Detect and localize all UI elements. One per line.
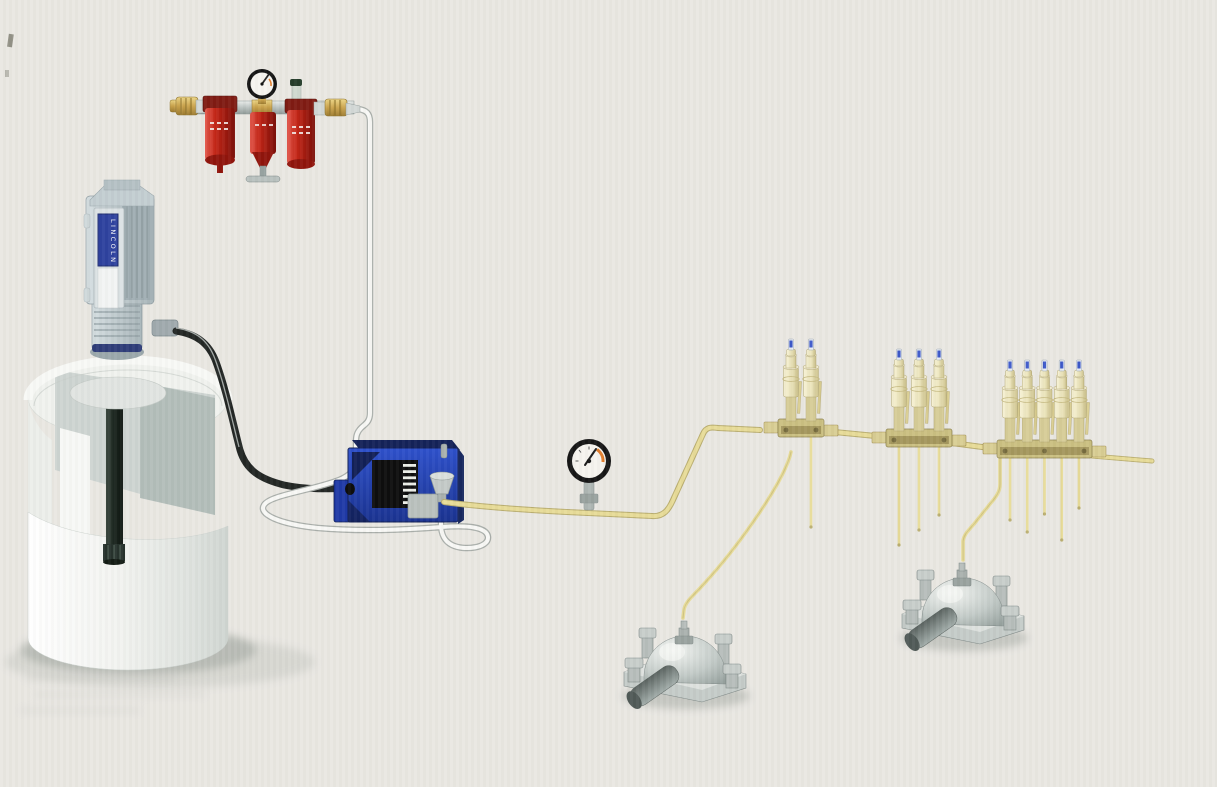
hose-highlight <box>175 327 240 448</box>
air-inlet-block <box>407 493 439 519</box>
manifold-bar-shadow <box>781 426 821 434</box>
manifold-outlet-coupler <box>1091 445 1107 458</box>
grease-pressure-gauge <box>567 439 611 511</box>
grease-injector <box>890 348 910 432</box>
grease-injector <box>1001 359 1021 443</box>
cycle-indicator-blue <box>789 340 793 348</box>
drum-inner-wall-highlight <box>60 428 90 556</box>
grease-injector <box>1018 359 1039 443</box>
injector-adjuster-pin <box>1085 402 1090 435</box>
manifold-bar-shadow <box>889 436 949 444</box>
gauge-needle <box>584 448 597 466</box>
manifold-outlet-coupler <box>823 424 839 437</box>
grease-injector <box>1070 359 1090 443</box>
air-outlet-coupling <box>313 98 361 117</box>
injector-adjuster-pin <box>925 391 930 424</box>
regulator <box>245 99 281 183</box>
vent-pin <box>440 443 448 459</box>
manifold-outlet-coupler <box>951 434 967 447</box>
grease-injector <box>1053 359 1073 443</box>
manifold-inlet-coupler <box>982 442 998 455</box>
pump-unit: LINCOLN <box>83 179 179 360</box>
manifold-inlet-coupler <box>871 431 887 444</box>
cycle-indicator-blue <box>897 350 901 358</box>
cycle-indicator-blue <box>1025 361 1029 369</box>
injector-adjuster-pin <box>945 391 950 424</box>
grease-injector <box>910 348 930 432</box>
grease-injector <box>930 348 950 432</box>
regulator-gauge <box>247 69 277 104</box>
suction-tube <box>103 408 125 565</box>
air-supply-line-core <box>261 107 490 551</box>
main-grease-line <box>442 425 762 519</box>
cycle-indicator-blue <box>1042 361 1047 369</box>
pillow-block-bearing-1 <box>622 621 750 712</box>
drum-front-wall <box>27 511 229 671</box>
pump-label-text: LINCOLN <box>109 219 117 263</box>
regulator-handle <box>245 175 281 183</box>
scan-speck <box>5 70 9 77</box>
pillow-block-bearing-2 <box>900 563 1028 654</box>
cycle-indicator-blue <box>809 340 813 348</box>
grease-injector <box>802 338 822 422</box>
cycle-indicator-blue <box>1060 361 1064 369</box>
lubricator-bowl <box>284 79 318 169</box>
drum-cover <box>69 376 167 410</box>
pump-motor: LINCOLN <box>83 179 155 309</box>
injector-manifold-3 <box>982 359 1107 542</box>
grease-outlet-fitting <box>429 471 455 503</box>
metering-unit <box>333 440 464 524</box>
injector-adjuster-pin <box>797 381 802 414</box>
scan-speck <box>7 33 14 48</box>
hose-inlet-port <box>345 483 355 495</box>
cycle-indicator-blue <box>1008 361 1012 369</box>
injector-adjuster-pin <box>905 391 910 424</box>
injector-manifold-2 <box>871 348 967 547</box>
pump-label-plate <box>97 213 119 267</box>
air-preparation-unit <box>169 69 361 183</box>
cycle-indicator-blue <box>1077 361 1081 369</box>
cycle-indicator-blue <box>917 350 921 358</box>
reservoir-drum <box>5 355 315 688</box>
cycle-indicator-blue <box>937 350 941 358</box>
manifold-inlet-coupler <box>763 421 779 434</box>
injector-manifold-1 <box>763 338 839 529</box>
drum-interior-shadow <box>140 382 215 515</box>
injector-adjuster-pin <box>817 381 822 414</box>
filter-bowl <box>202 95 238 173</box>
gauge-needle <box>261 73 270 85</box>
grease-injector <box>1035 359 1056 443</box>
motor-fins <box>126 202 148 298</box>
grease-injector <box>782 338 802 422</box>
